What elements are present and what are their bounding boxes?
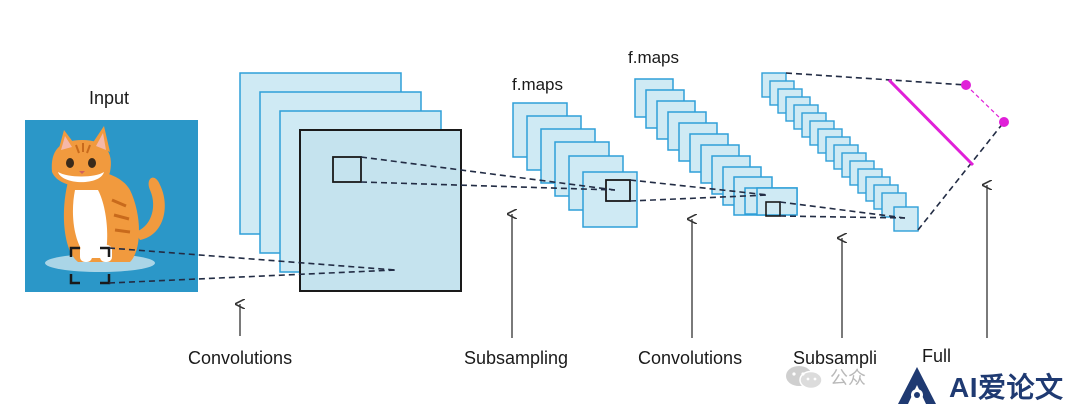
- convolutions-label-1: Convolutions: [188, 348, 293, 368]
- projection-lines-1: [108, 247, 396, 284]
- fmaps-label-2: f.maps: [628, 48, 680, 67]
- wechat-text: 公众: [830, 368, 866, 388]
- projection-lines-3: [629, 179, 769, 202]
- conv2-feature-maps: [634, 78, 798, 217]
- projection-lines-4: [779, 201, 906, 219]
- subsampling1-feature-maps: [512, 102, 638, 228]
- subsampling-label-2: Subsampli: [793, 348, 878, 368]
- brand-watermark: AI爱论文: [893, 364, 1064, 408]
- stage-arrows: [240, 185, 987, 338]
- fully-connected-layer: [785, 72, 1009, 231]
- fmaps-label-1: f.maps: [512, 75, 564, 94]
- conv1-feature-maps: [239, 72, 462, 292]
- subsampling-label-1: Subsampling: [464, 348, 569, 368]
- projection-lines-2: [360, 156, 616, 191]
- wechat-watermark: 公众: [784, 362, 866, 392]
- brand-text: AI爱论文: [949, 372, 1064, 403]
- convolutions-label-2: Convolutions: [638, 348, 743, 368]
- input-image: [25, 120, 198, 292]
- wechat-icon: [786, 366, 823, 390]
- ai-logo-icon: [898, 367, 936, 404]
- fc-node-1: [961, 80, 971, 90]
- fc-node-2: [999, 117, 1009, 127]
- full-connection-label: Full: [922, 346, 952, 366]
- input-label: Input: [89, 88, 130, 108]
- subsampling2-feature-maps: [761, 72, 919, 232]
